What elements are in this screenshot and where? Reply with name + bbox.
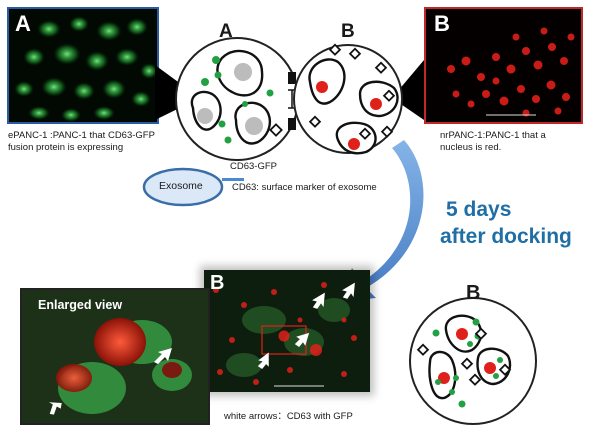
result-circle-b [409, 297, 537, 425]
timepoint-label: 5 days after docking [440, 196, 572, 250]
docking-circle-a [175, 37, 299, 161]
panel-a-caption-line2: fusion protein is expressing [8, 142, 124, 153]
micrograph-a-cells [9, 9, 157, 122]
result-micrograph-letter: B [210, 272, 225, 294]
docking-label-a: A [219, 21, 233, 42]
result-micrograph-cells [204, 270, 370, 392]
enlarged-view-panel: Enlarged view [20, 288, 210, 425]
exosome-legend-graphic [142, 167, 244, 207]
enlarged-view-title: Enlarged view [38, 298, 123, 312]
micrograph-a-letter: A [15, 11, 31, 36]
panel-b-caption-line1: nrPANC-1:PANC-1 that a [440, 130, 546, 141]
panel-b-caption-line2: nucleus is red. [440, 142, 502, 153]
docking-circle-b [293, 43, 403, 155]
result-caption: white arrows：CD63 with GFP [224, 411, 353, 422]
exosome-bubble-label: Exosome [159, 180, 203, 192]
panel-b-caption: nrPANC-1:PANC-1 that a nucleus is red. [440, 130, 590, 154]
panel-a-caption-line1: ePANC-1 :PANC-1 that CD63-GFP [8, 130, 155, 141]
panel-a-caption: ePANC-1 :PANC-1 that CD63-GFP fusion pro… [8, 130, 198, 154]
micrograph-panel-a: A [7, 7, 159, 124]
enlarged-view-cells [22, 290, 208, 423]
timepoint-line2: after docking [440, 225, 572, 248]
docking-connector-top [288, 72, 296, 84]
cd63-gfp-label: CD63-GFP [230, 161, 277, 172]
result-micrograph: B [204, 270, 370, 392]
micrograph-panel-b: B [424, 7, 583, 124]
cd63-description: CD63: surface marker of exosome [232, 182, 377, 193]
docking-connector-bottom [288, 118, 296, 130]
timepoint-line1: 5 days [446, 198, 512, 221]
pointer-b [392, 60, 424, 120]
docking-label-b: B [341, 21, 355, 42]
micrograph-b-nuclei [426, 9, 581, 122]
result-circle-label: B [466, 282, 481, 304]
micrograph-b-letter: B [434, 11, 450, 36]
